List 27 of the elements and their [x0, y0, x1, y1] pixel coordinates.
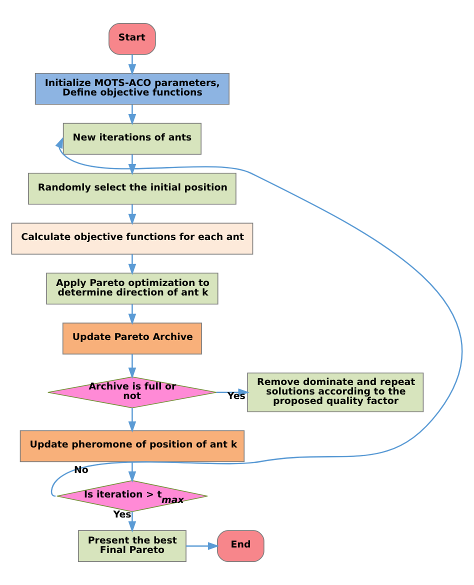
node-box: Apply Pareto optimization to determine direction of ant k: [46, 272, 218, 305]
node-box: Update pheromone of position of ant k: [20, 430, 245, 462]
arrow: [128, 512, 136, 533]
arrow: [128, 54, 136, 76]
arrow: [128, 462, 136, 483]
node-box: Remove dominate and repeat solutions according to the proposed quality factor: [247, 372, 424, 412]
node-box: Update Pareto Archive: [62, 322, 202, 354]
arrow: [128, 254, 136, 276]
edge-label: Yes: [227, 391, 246, 402]
node-box: Randomly select the initial position: [28, 172, 236, 205]
arrow: [186, 542, 220, 550]
arrow: [128, 154, 136, 176]
node-box: Start: [108, 23, 156, 55]
arrow: [128, 204, 136, 226]
node-box: New iterations of ants: [62, 122, 202, 155]
arrow: [128, 304, 136, 326]
arrow: [51, 137, 462, 496]
edge-label: No: [74, 464, 88, 476]
node-diamond: Archive is full or not: [47, 376, 217, 408]
node-box: Present the best Final Pareto: [78, 530, 186, 562]
node-box: Calculate objective functions for each ant: [11, 222, 254, 255]
node-box: End: [217, 530, 264, 562]
arrow: [128, 408, 136, 433]
arrow: [128, 354, 136, 379]
arrow: [128, 104, 136, 126]
node-box: Initialize MOTS-ACO parameters, Define objective functions: [34, 72, 230, 105]
arrow: [216, 388, 250, 396]
